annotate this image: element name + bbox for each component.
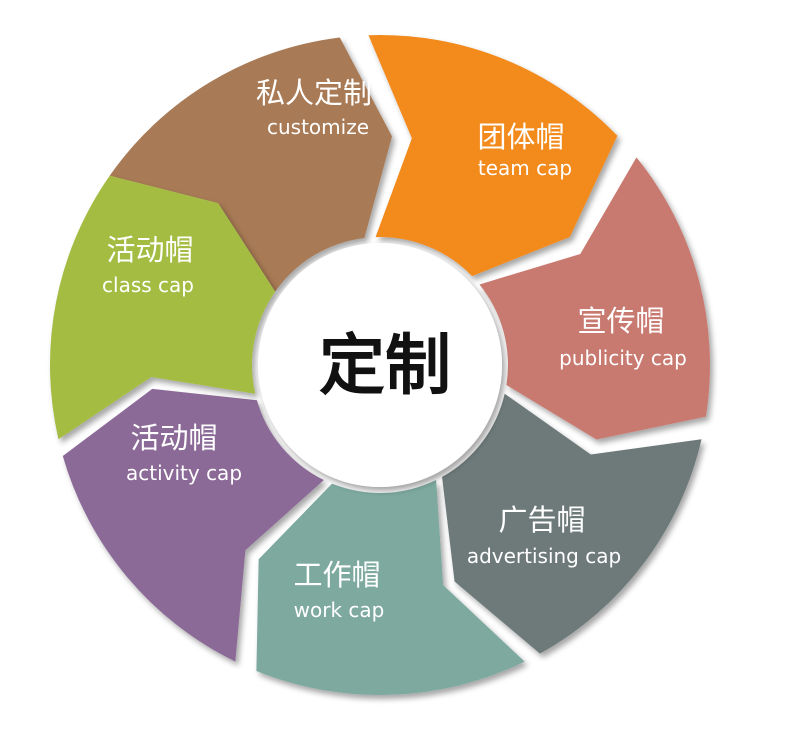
segments-layer [49, 34, 710, 696]
segment-team-cap-en: team cap [478, 156, 572, 180]
segment-customize-cn: 私人定制 [256, 76, 372, 110]
segment-advertising-cap [442, 393, 702, 654]
segment-labels: 私人定制 customize 团体帽 team cap 宣传帽 publicit… [102, 76, 687, 622]
segment-work-cap-en: work cap [294, 598, 385, 622]
segment-advertising-cap-cn: 广告帽 [498, 503, 585, 537]
segment-customize-en: customize [267, 115, 369, 139]
segment-publicity-cap-en: publicity cap [559, 346, 687, 370]
center-circle [258, 243, 502, 487]
segment-work-cap [256, 480, 525, 696]
segment-activity-cap-en: activity cap [126, 461, 242, 485]
segment-publicity-cap-cn: 宣传帽 [577, 304, 664, 338]
segment-team-cap [368, 34, 618, 277]
segment-work-cap-cn: 工作帽 [293, 558, 380, 592]
segment-customize [109, 37, 392, 292]
center-hub: 定制 [258, 243, 502, 487]
center-label: 定制 [319, 326, 451, 404]
segment-class-cap-en: class cap [102, 273, 194, 297]
segment-publicity-cap [479, 157, 710, 440]
segment-team-cap-cn: 团体帽 [477, 120, 564, 154]
segment-activity-cap [62, 388, 324, 662]
segment-advertising-cap-en: advertising cap [467, 544, 621, 568]
segment-class-cap-cn: 活动帽 [106, 233, 193, 267]
segment-activity-cap-cn: 活动帽 [130, 421, 217, 455]
segment-class-cap [49, 175, 276, 440]
